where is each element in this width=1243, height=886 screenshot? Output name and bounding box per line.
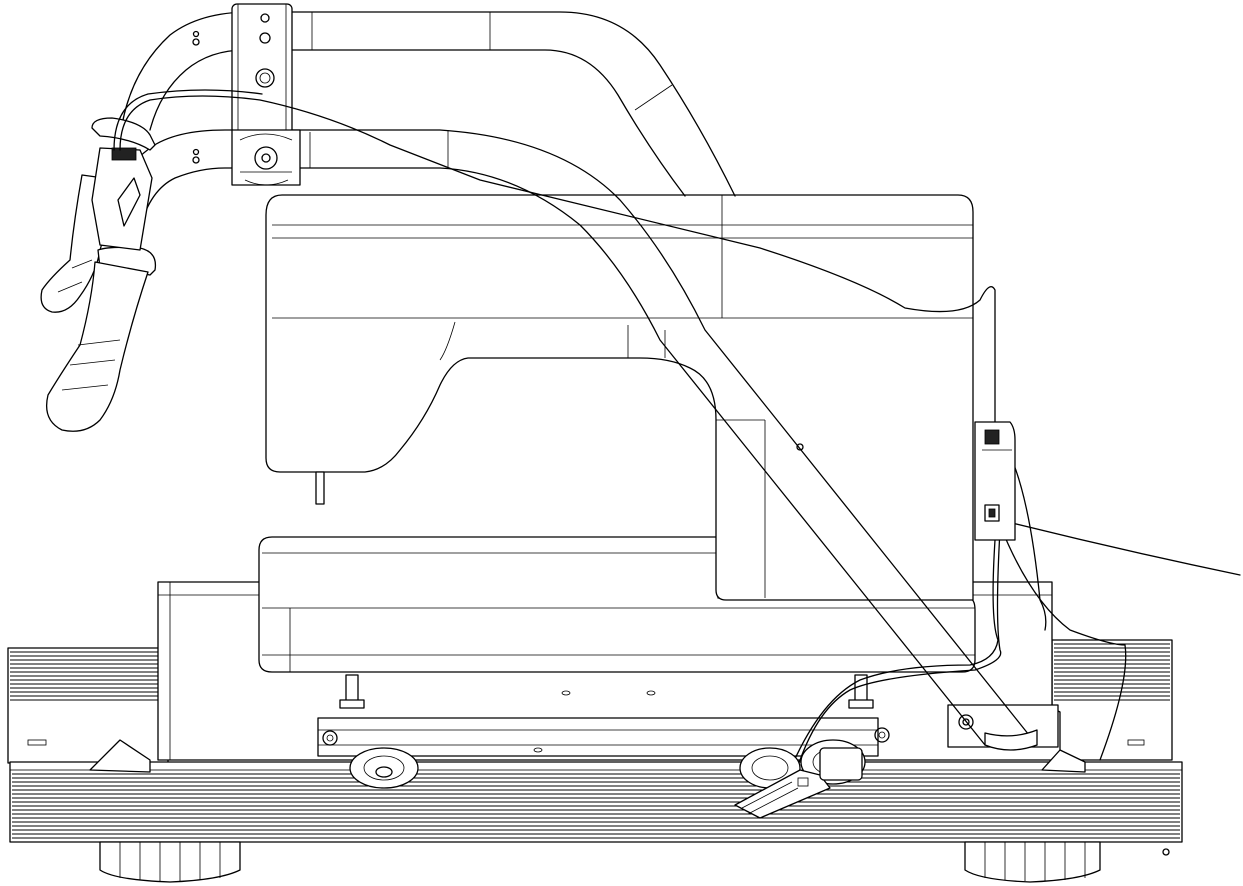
- handlebar-frame: [109, 11, 1038, 751]
- front-rail-ribs: [12, 773, 1180, 839]
- front-rail: [9, 761, 1183, 856]
- handlebar-clamps: [231, 3, 301, 186]
- track-wheels: [349, 739, 866, 819]
- rear-rail-ribs-right: [1054, 643, 1170, 701]
- machine-bed: [258, 536, 976, 673]
- rear-rail-ribs-left: [10, 651, 166, 701]
- cables: [113, 89, 1241, 776]
- left-handle-grips: [40, 117, 157, 432]
- rear-rail: [7, 639, 1173, 764]
- casters: [89, 739, 1101, 883]
- side-control-box: [974, 421, 1016, 541]
- machine-head: [265, 194, 974, 601]
